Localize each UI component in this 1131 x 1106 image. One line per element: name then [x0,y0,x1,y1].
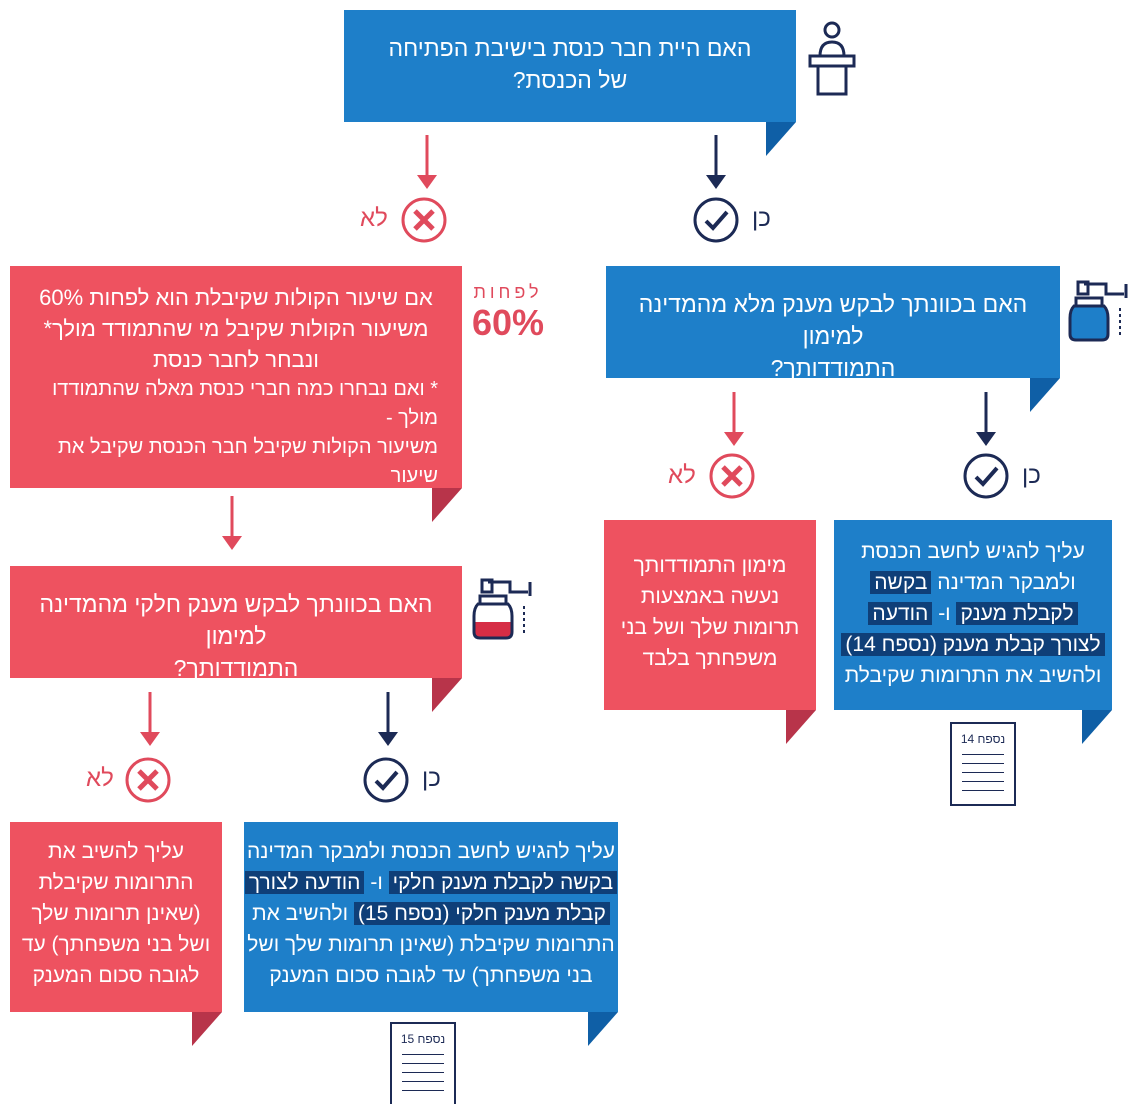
document-line [402,1054,444,1063]
x-circle-icon [709,453,755,499]
result-line: בני משפחתך) עד לגובה סכום המענק [269,964,593,987]
document-line [962,772,1004,781]
threshold-note: הקולות הנמוך ביותר. [265,494,438,516]
badge-big-text: 60% [471,302,545,343]
check-circle-icon [363,757,409,803]
label-no: לא [668,462,696,489]
podium-icon [808,21,856,96]
document-line [402,1090,444,1099]
highlight-notice: הודעה לצורך [244,871,365,894]
document-line [402,1072,444,1081]
question-text-line1: האם בכוונתך לבקש מענק מלא מהמדינה למימון [638,291,1028,349]
box-fold [766,122,796,156]
result-line: עליך להגיש לחשב הכנסת ולמבקר המדינה [246,840,616,863]
document-line [402,1081,444,1090]
result-line: משפחתך בלבד [642,647,778,670]
money-jar-partial-icon [472,578,532,640]
box-fold [786,710,816,744]
threshold-note: * ואם נבחרו כמה חברי כנסת מאלה שהתמודדו … [52,378,438,429]
result-text: ולהשיב את [252,902,349,925]
question-full-grant: האם בכוונתך לבקש מענק מלא מהמדינה למימון… [606,266,1060,381]
result-line: בקשה לקבלת מענק חלקי ו- הודעה לצורך [244,867,618,898]
result-line: עליך להגיש לחשב הכנסת [861,540,1085,563]
result-line: לצורך קבלת מענק (נספח 14) [834,629,1112,660]
arrow-no [417,135,437,189]
label-yes: כן [1022,462,1041,489]
highlight-grant: לקבלת מענק [956,602,1078,625]
partial-grant-no-result: עליך להשיב את התרומות שקיבלת (שאינן תרומ… [10,822,222,1012]
label-no: לא [360,205,388,232]
arrow-no [724,392,744,446]
threshold-line: ונבחר לחבר כנסת [152,347,320,372]
highlight-request: בקשה [870,571,932,594]
arrow-yes [976,392,996,446]
question-knesset-member: האם היית חבר כנסת בישיבת הפתיחה של הכנסת… [344,10,796,122]
result-text: ולמבקר המדינה [937,571,1076,594]
x-circle-icon [125,757,171,803]
document-icon: נספח 15 [390,1022,456,1104]
result-line: נעשה באמצעות [640,585,780,608]
label-no: לא [86,765,114,792]
check-circle-icon [693,197,739,243]
partial-grant-yes-result: עליך להגיש לחשב הכנסת ולמבקר המדינה בקשה… [244,822,618,1012]
result-line: קבלת מענק חלקי (נספח 15) ולהשיב את [244,898,618,929]
question-text-line1: האם היית חבר כנסת בישיבת הפתיחה [388,35,752,61]
result-line: ולמבקר המדינה בקשה [834,567,1112,598]
vote-threshold-box: אם שיעור הקולות שקיבלת הוא לפחות 60% משי… [10,266,462,516]
document-line [402,1063,444,1072]
result-line: התרומות שקיבלת (שאינן תרומות שלך ושל [247,933,615,956]
result-line: תרומות שלך ושל בני [620,616,800,639]
percent-badge: לפחות 60% [468,282,548,343]
question-text-line2: של הכנסת? [512,67,628,93]
label-yes: כן [422,765,441,792]
box-fold [432,678,462,712]
result-line: התרומות שקיבלת [38,871,194,894]
document-line [962,763,1004,772]
check-circle-icon [963,453,1009,499]
box-fold [1082,710,1112,744]
box-fold [1030,378,1060,412]
document-icon: נספח 14 [950,722,1016,806]
arrow-no [140,692,160,746]
result-text: ו- [370,871,383,894]
box-fold [432,488,462,522]
result-line: מימון התמודדותך [633,554,787,577]
box-fold [588,1012,618,1046]
result-line: לגובה סכום המענק [32,964,200,987]
highlight-appendix: לצורך קבלת מענק (נספח 14) [841,633,1105,656]
document-line [962,781,1004,790]
full-grant-yes-result: עליך להגיש לחשב הכנסת ולמבקר המדינה בקשה… [834,520,1112,710]
question-text-line1: האם בכוונתך לבקש מענק חלקי מהמדינה למימו… [39,591,433,649]
document-line [962,790,1004,799]
document-label: נספח 15 [400,1032,446,1046]
question-text-line2: התמודדותך? [173,655,299,681]
highlight-notice: הודעה [868,602,933,625]
question-text-line2: התמודדותך? [770,355,896,381]
x-circle-icon [401,197,447,243]
result-line: ושל בני משפחתך) עד [21,933,211,956]
threshold-note: משיעור הקולות שקיבל חבר הכנסת שקיבל את ש… [57,436,438,487]
result-line: עליך להשיב את [48,840,184,863]
arrow-down [222,496,242,550]
arrow-yes [378,692,398,746]
document-line [962,754,1004,763]
result-text: ו- [938,602,951,625]
result-line: (שאינן תרומות שלך [31,902,201,925]
result-line: לקבלת מענק ו- הודעה [834,598,1112,629]
result-line: ולהשיב את התרומות שקיבלת [844,664,1102,687]
box-fold [192,1012,222,1046]
threshold-line: משיעור הקולות שקיבל מי שהתמודד מולך* [43,316,429,341]
label-yes: כן [752,205,771,232]
arrow-yes [706,135,726,189]
full-grant-no-result: מימון התמודדותך נעשה באמצעות תרומות שלך … [604,520,816,710]
money-jar-full-icon [1068,280,1128,342]
document-label: נספח 14 [960,732,1006,746]
badge-small-text: לפחות [473,282,543,302]
highlight-request: בקשה לקבלת מענק חלקי [388,871,618,894]
highlight-appendix: קבלת מענק חלקי (נספח 15) [353,902,610,925]
threshold-line: אם שיעור הקולות שקיבלת הוא לפחות 60% [39,285,433,310]
question-partial-grant: האם בכוונתך לבקש מענק חלקי מהמדינה למימו… [10,566,462,681]
